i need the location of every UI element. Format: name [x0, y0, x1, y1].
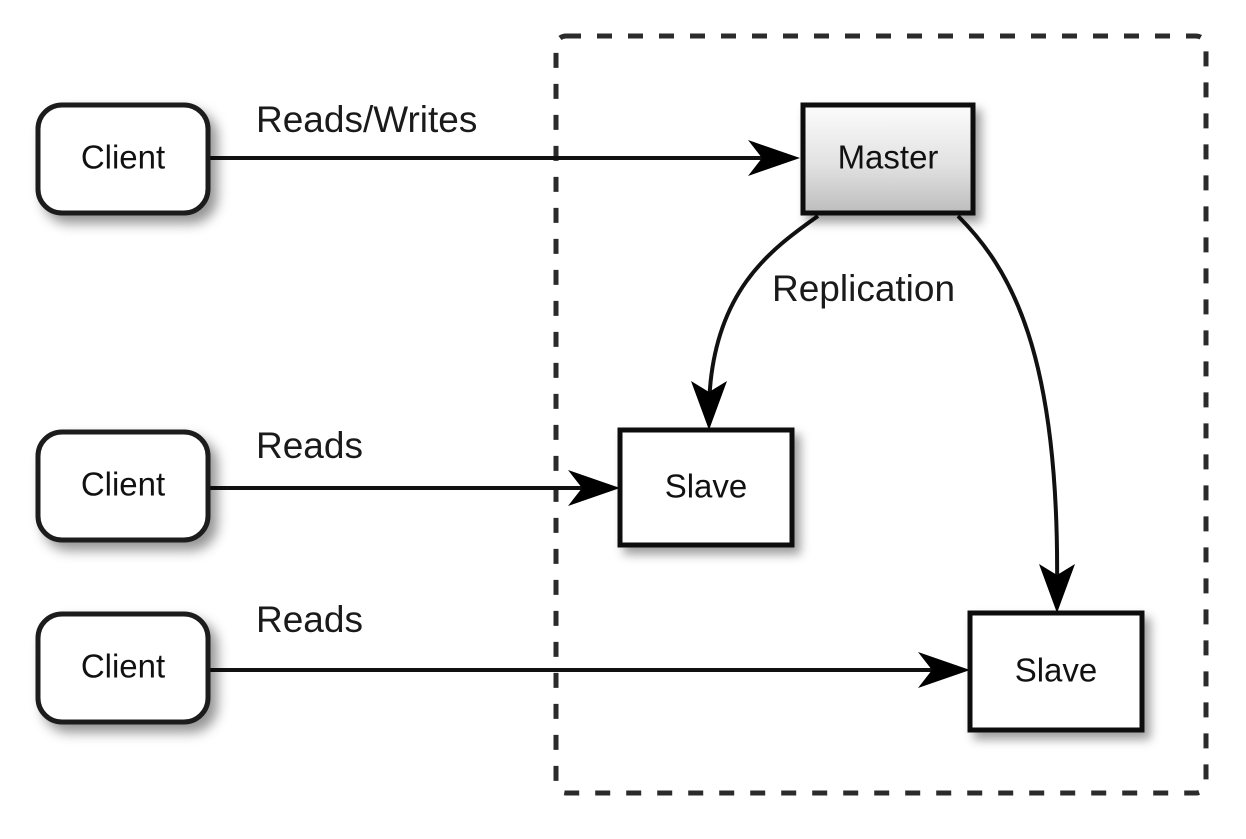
- client-2-label: Client: [81, 466, 165, 503]
- slave-2-label: Slave: [1015, 652, 1098, 689]
- node-client-2[interactable]: Client: [35, 429, 211, 543]
- slave-1-box[interactable]: [617, 427, 795, 548]
- edge-label-reads-slave1: Reads: [256, 425, 363, 466]
- edge-label-reads-slave2: Reads: [256, 599, 363, 640]
- client-1-box[interactable]: [35, 102, 211, 216]
- edge-client1-master: [208, 140, 800, 176]
- node-slave-1[interactable]: Slave: [617, 427, 795, 548]
- node-slave-2[interactable]: Slave: [967, 610, 1145, 733]
- edge-client2-slave1: [208, 470, 620, 506]
- edge-label-reads-writes: Reads/Writes: [256, 99, 477, 140]
- client-3-box[interactable]: [35, 611, 211, 725]
- edge-label-replication: Replication: [772, 268, 955, 309]
- edge-master-slave1: [691, 214, 820, 430]
- slave-2-box[interactable]: [967, 610, 1145, 733]
- client-3-label: Client: [81, 648, 165, 685]
- client-1-label: Client: [81, 139, 165, 176]
- node-client-1[interactable]: Client: [35, 102, 211, 216]
- master-label: Master: [838, 139, 939, 176]
- database-cluster-boundary: [553, 33, 1209, 796]
- edge-master-slave2: [956, 214, 1075, 613]
- client-2-box[interactable]: [35, 429, 211, 543]
- node-client-3[interactable]: Client: [35, 611, 211, 725]
- master-box[interactable]: [800, 102, 976, 216]
- edge-client3-slave2: [208, 652, 970, 688]
- node-master[interactable]: Master: [800, 102, 976, 216]
- slave-1-label: Slave: [665, 468, 748, 505]
